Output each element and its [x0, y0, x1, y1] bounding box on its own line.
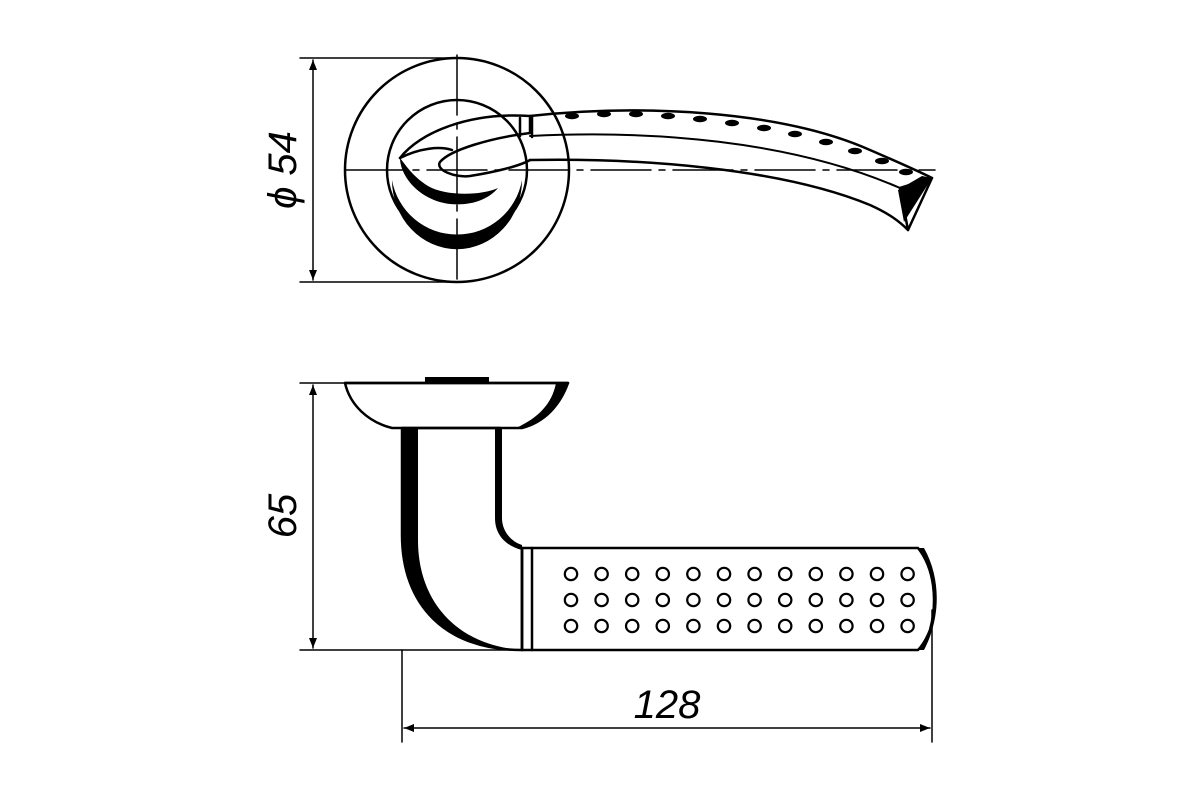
grip-dot — [716, 566, 732, 582]
grip-dot — [716, 618, 732, 634]
grip-dot-grid — [563, 566, 915, 634]
lever-grip-top-edge — [528, 109, 934, 180]
grip-dot — [655, 592, 671, 608]
grip-dot — [777, 618, 793, 634]
grip-outline — [520, 546, 936, 652]
grip-dot — [594, 566, 609, 582]
grip-dot — [900, 592, 915, 608]
lever-tip-shade — [898, 176, 932, 222]
length-label: 128 — [634, 683, 701, 727]
lever-collar — [518, 114, 534, 139]
grip-dot — [808, 592, 824, 608]
grip-dot — [869, 618, 885, 634]
grip-dot — [900, 566, 915, 582]
grip-dot — [747, 592, 762, 608]
grip-dot — [686, 592, 701, 608]
stem-shade-right — [495, 428, 522, 550]
grip-dot — [777, 592, 793, 608]
grip-dot — [686, 566, 701, 582]
grip-dot — [655, 566, 671, 582]
grip-dot — [869, 592, 885, 608]
grip-dot — [563, 618, 579, 634]
grip-dot — [655, 618, 671, 634]
lever-neck-inner — [400, 158, 498, 205]
rosette-side-shade — [516, 383, 568, 428]
lever-grip-bottom-edge — [528, 158, 910, 232]
grip-dot — [563, 566, 579, 582]
grip-dot — [686, 618, 701, 634]
grip-dot — [716, 592, 732, 608]
grip-dot — [624, 618, 640, 634]
grip-dot — [808, 566, 824, 582]
height-label: 65 — [261, 493, 305, 538]
grip-dot — [839, 618, 854, 634]
top-view: ϕ 54 — [261, 54, 936, 286]
rosette-lower-shadow — [392, 180, 522, 250]
grip-dot — [594, 618, 609, 634]
grip-dot — [624, 592, 640, 608]
grip-dot — [777, 566, 793, 582]
diameter-label: ϕ 54 — [261, 131, 305, 209]
lever-grip-mid-edge — [529, 133, 901, 189]
lever-neck-edge — [398, 146, 454, 160]
grip-dot — [747, 566, 762, 582]
side-view: 65 128 — [261, 377, 937, 743]
stem-shade-left — [402, 428, 522, 650]
grip-dot — [624, 566, 640, 582]
grip-dot — [594, 592, 609, 608]
grip-dot — [839, 566, 854, 582]
grip-dot — [747, 618, 762, 634]
rosette-top-cap — [425, 377, 489, 384]
grip-dot — [808, 618, 824, 634]
grip-dot — [839, 592, 854, 608]
grip-dot — [900, 618, 915, 634]
lever-top-dots — [565, 110, 913, 176]
grip-dot — [869, 566, 885, 582]
grip-dot — [563, 592, 579, 608]
